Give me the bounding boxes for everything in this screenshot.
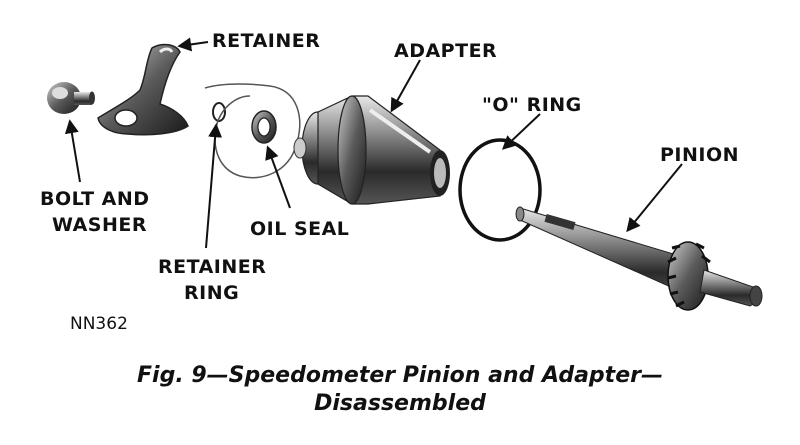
retainer-ring-part <box>212 102 226 122</box>
oil-seal-leader <box>265 145 291 209</box>
pinion-part <box>515 206 763 311</box>
o-ring-part <box>458 138 542 242</box>
caption-line1: Fig. 9—Speedometer Pinion and Adapter— <box>137 363 663 388</box>
label-bolt-and-washer-line2: WASHER <box>52 214 148 236</box>
retainer-ring-leader <box>205 123 223 249</box>
caption-line2: Disassembled <box>314 391 486 416</box>
o-ring-leader <box>501 113 541 150</box>
bolt-and-washer-part <box>47 82 95 114</box>
pinion-leader <box>626 163 683 233</box>
label-bolt-and-washer-line1: BOLT AND <box>40 188 150 210</box>
label-retainer-ring-line2: RING <box>184 282 240 304</box>
label-retainer: RETAINER <box>212 30 321 52</box>
label-oil-seal: OIL SEAL <box>250 218 350 240</box>
oil-seal-part <box>251 110 277 144</box>
figure-code: NN362 <box>70 314 128 334</box>
retainer-part <box>97 43 189 136</box>
bolt-washer-leader <box>64 119 81 183</box>
adapter-leader <box>390 59 421 113</box>
label-retainer-ring-line1: RETAINER <box>158 256 267 278</box>
retainer-leader <box>177 37 209 52</box>
label-o-ring: "O" RING <box>482 94 582 116</box>
adapter-part <box>293 95 450 205</box>
label-adapter: ADAPTER <box>394 40 498 62</box>
label-pinion: PINION <box>660 144 740 166</box>
